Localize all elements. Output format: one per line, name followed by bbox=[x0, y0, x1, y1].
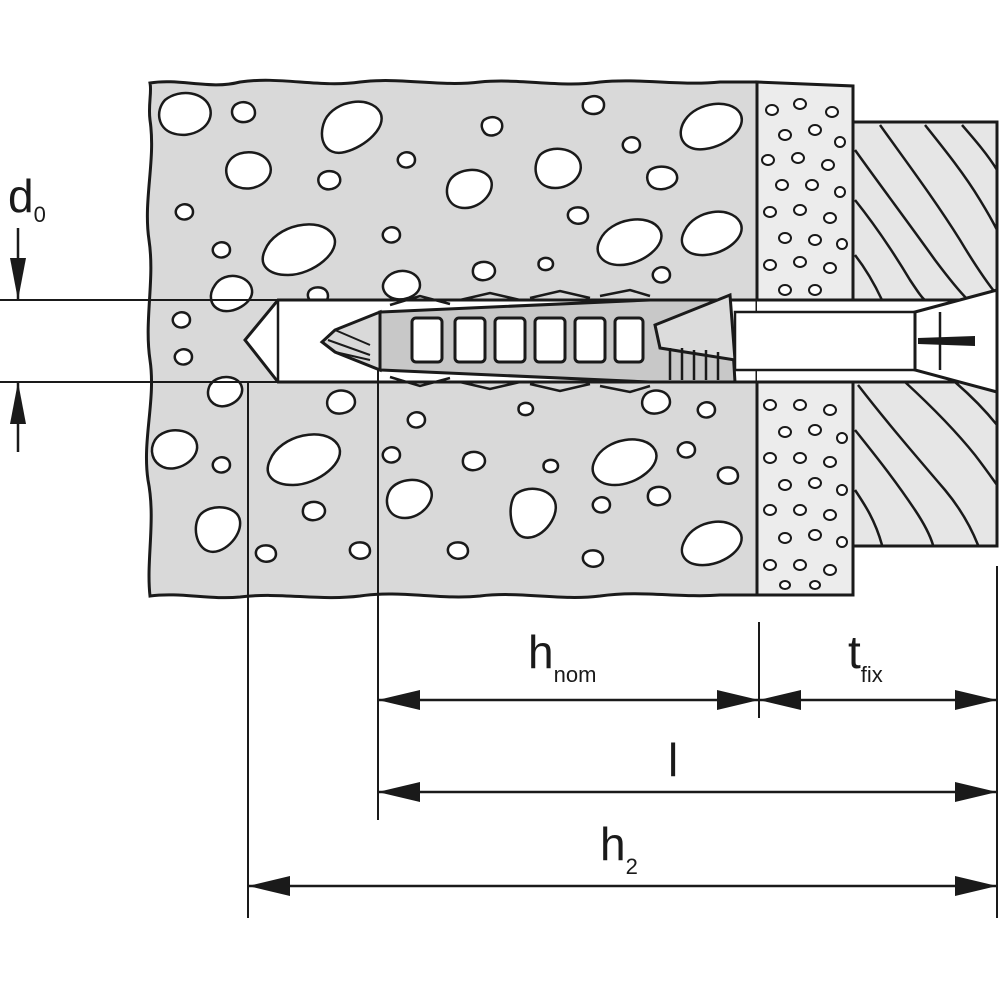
dowel-wings bbox=[389, 288, 651, 394]
l-arrow-left bbox=[378, 782, 420, 802]
screw-shank bbox=[733, 310, 917, 372]
h2-label: h2 bbox=[600, 818, 638, 879]
plaster-grain bbox=[761, 98, 848, 590]
hnom-dimension: hnom bbox=[378, 626, 759, 710]
d0-dimension: d0 bbox=[0, 170, 278, 452]
d0-arrow-up bbox=[10, 382, 26, 424]
h2-dimension: h2 bbox=[248, 818, 997, 896]
tfix-arrow-left bbox=[759, 690, 801, 710]
hnom-label: hnom bbox=[528, 626, 596, 687]
hnom-arrow-right bbox=[717, 690, 759, 710]
l-arrow-right bbox=[955, 782, 997, 802]
d0-label: d0 bbox=[8, 170, 46, 227]
tfix-arrow-right bbox=[955, 690, 997, 710]
dowel-collar-ribs bbox=[668, 348, 720, 380]
tfix-label: tfix bbox=[848, 626, 883, 687]
dowel-segments bbox=[410, 316, 645, 364]
dimension-extension-lines bbox=[247, 370, 998, 918]
h2-arrow-right bbox=[955, 876, 997, 896]
screw-drive-slot bbox=[918, 336, 975, 346]
l-label: l bbox=[668, 734, 678, 786]
screw bbox=[733, 288, 999, 394]
l-dimension: l bbox=[378, 734, 997, 802]
dowel-tip bbox=[319, 309, 382, 373]
hnom-arrow-left bbox=[378, 690, 420, 710]
d0-arrow-down bbox=[10, 258, 26, 300]
wood-grain bbox=[853, 124, 999, 546]
concrete-aggregate bbox=[150, 91, 743, 568]
h2-arrow-left bbox=[248, 876, 290, 896]
dowel-tip-thread bbox=[327, 329, 371, 361]
plastic-dowel bbox=[319, 288, 737, 394]
tfix-dimension: tfix bbox=[759, 626, 997, 710]
